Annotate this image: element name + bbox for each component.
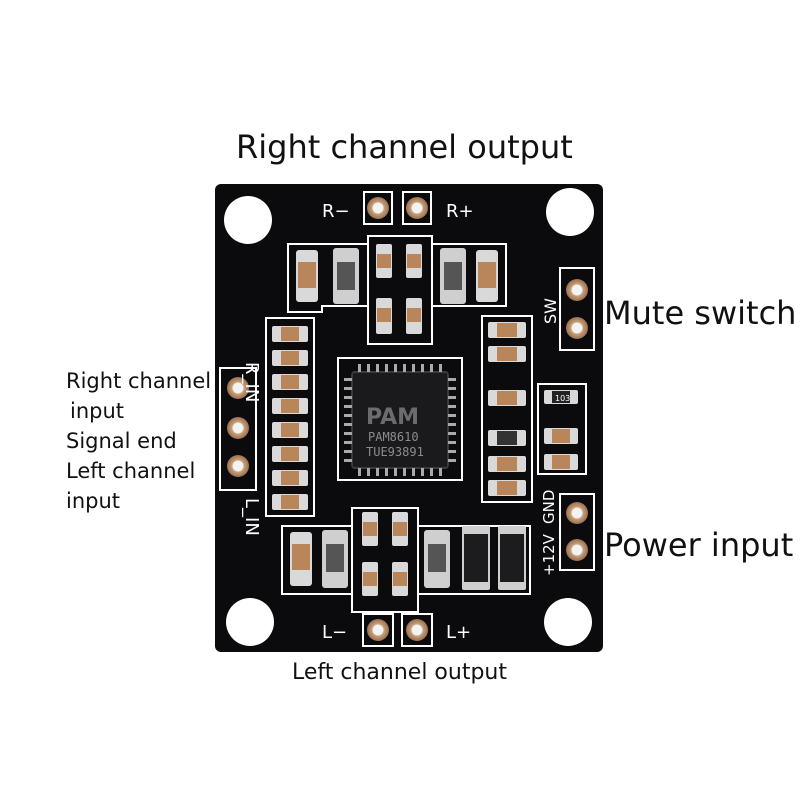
silk-l-plus: L+ [446,622,471,643]
silk-l-in: L_IN [241,498,262,536]
left-output-label: Left channel output [292,660,507,685]
chip-code: TUE93891 [366,445,424,459]
right-input-line1: Right channel [66,369,212,393]
pad-sw-2 [566,317,588,339]
signal-end-label: Signal end [66,429,177,453]
silk-r-minus: R− [322,201,350,222]
silk-r-plus: R+ [446,201,474,222]
chip-model: PAM8610 [368,430,419,444]
pad-l-plus [406,619,428,641]
smd-far-right: 103 [544,390,578,470]
smd-right-column [488,322,526,496]
pad-12v [566,539,588,561]
smd-left-column [272,326,308,510]
right-input-line2: input [70,399,125,423]
pad-sw-1 [566,279,588,301]
amplifier-chip: PAM PAM8610 TUE93891 [337,357,463,481]
capacitor-top-1 [296,250,318,302]
pad-gnd [566,502,588,524]
pad-r-plus [406,197,428,219]
pad-signal-gnd [227,417,249,439]
mounting-hole-tr [546,188,594,236]
right-input-label: Right channel input [66,366,211,426]
inductor-bottom-1 [322,530,348,588]
inductor-top-2 [440,248,466,304]
mounting-hole-br [544,598,592,646]
smd-top-small-2 [406,244,422,278]
inductor-bottom-2 [424,530,450,588]
silk-l-minus: L− [322,622,347,643]
smd-top-small-3 [376,298,392,334]
pad-r-minus [367,197,389,219]
smd-top-small-4 [406,298,422,334]
power-input-label: Power input [604,526,794,564]
capacitor-bottom-1 [290,532,312,586]
smd-bottom-small [362,512,408,596]
silk-res-103: 103 [555,394,570,403]
mounting-hole-tl [224,196,272,244]
pad-l-minus [367,619,389,641]
chip-logo: PAM [366,405,419,430]
mute-switch-label: Mute switch [604,294,797,332]
pad-l-in [227,455,249,477]
pad-r-in [227,377,249,399]
silk-gnd: GND [540,490,558,524]
inductor-top-1 [333,248,359,304]
diode-bottom-2 [498,526,526,590]
silk-sw: SW [541,298,560,324]
mounting-hole-bl [226,598,274,646]
left-input-line2: input [66,489,121,513]
capacitor-top-2 [476,250,498,302]
silk-12v: +12V [540,533,558,576]
left-input-line1: Left channel [66,459,196,483]
right-output-label: Right channel output [236,128,573,166]
diode-bottom-1 [462,526,490,590]
silk-r-in: R_IN [241,362,262,402]
smd-top-small-1 [376,244,392,278]
left-input-label: Left channel input [66,456,195,516]
